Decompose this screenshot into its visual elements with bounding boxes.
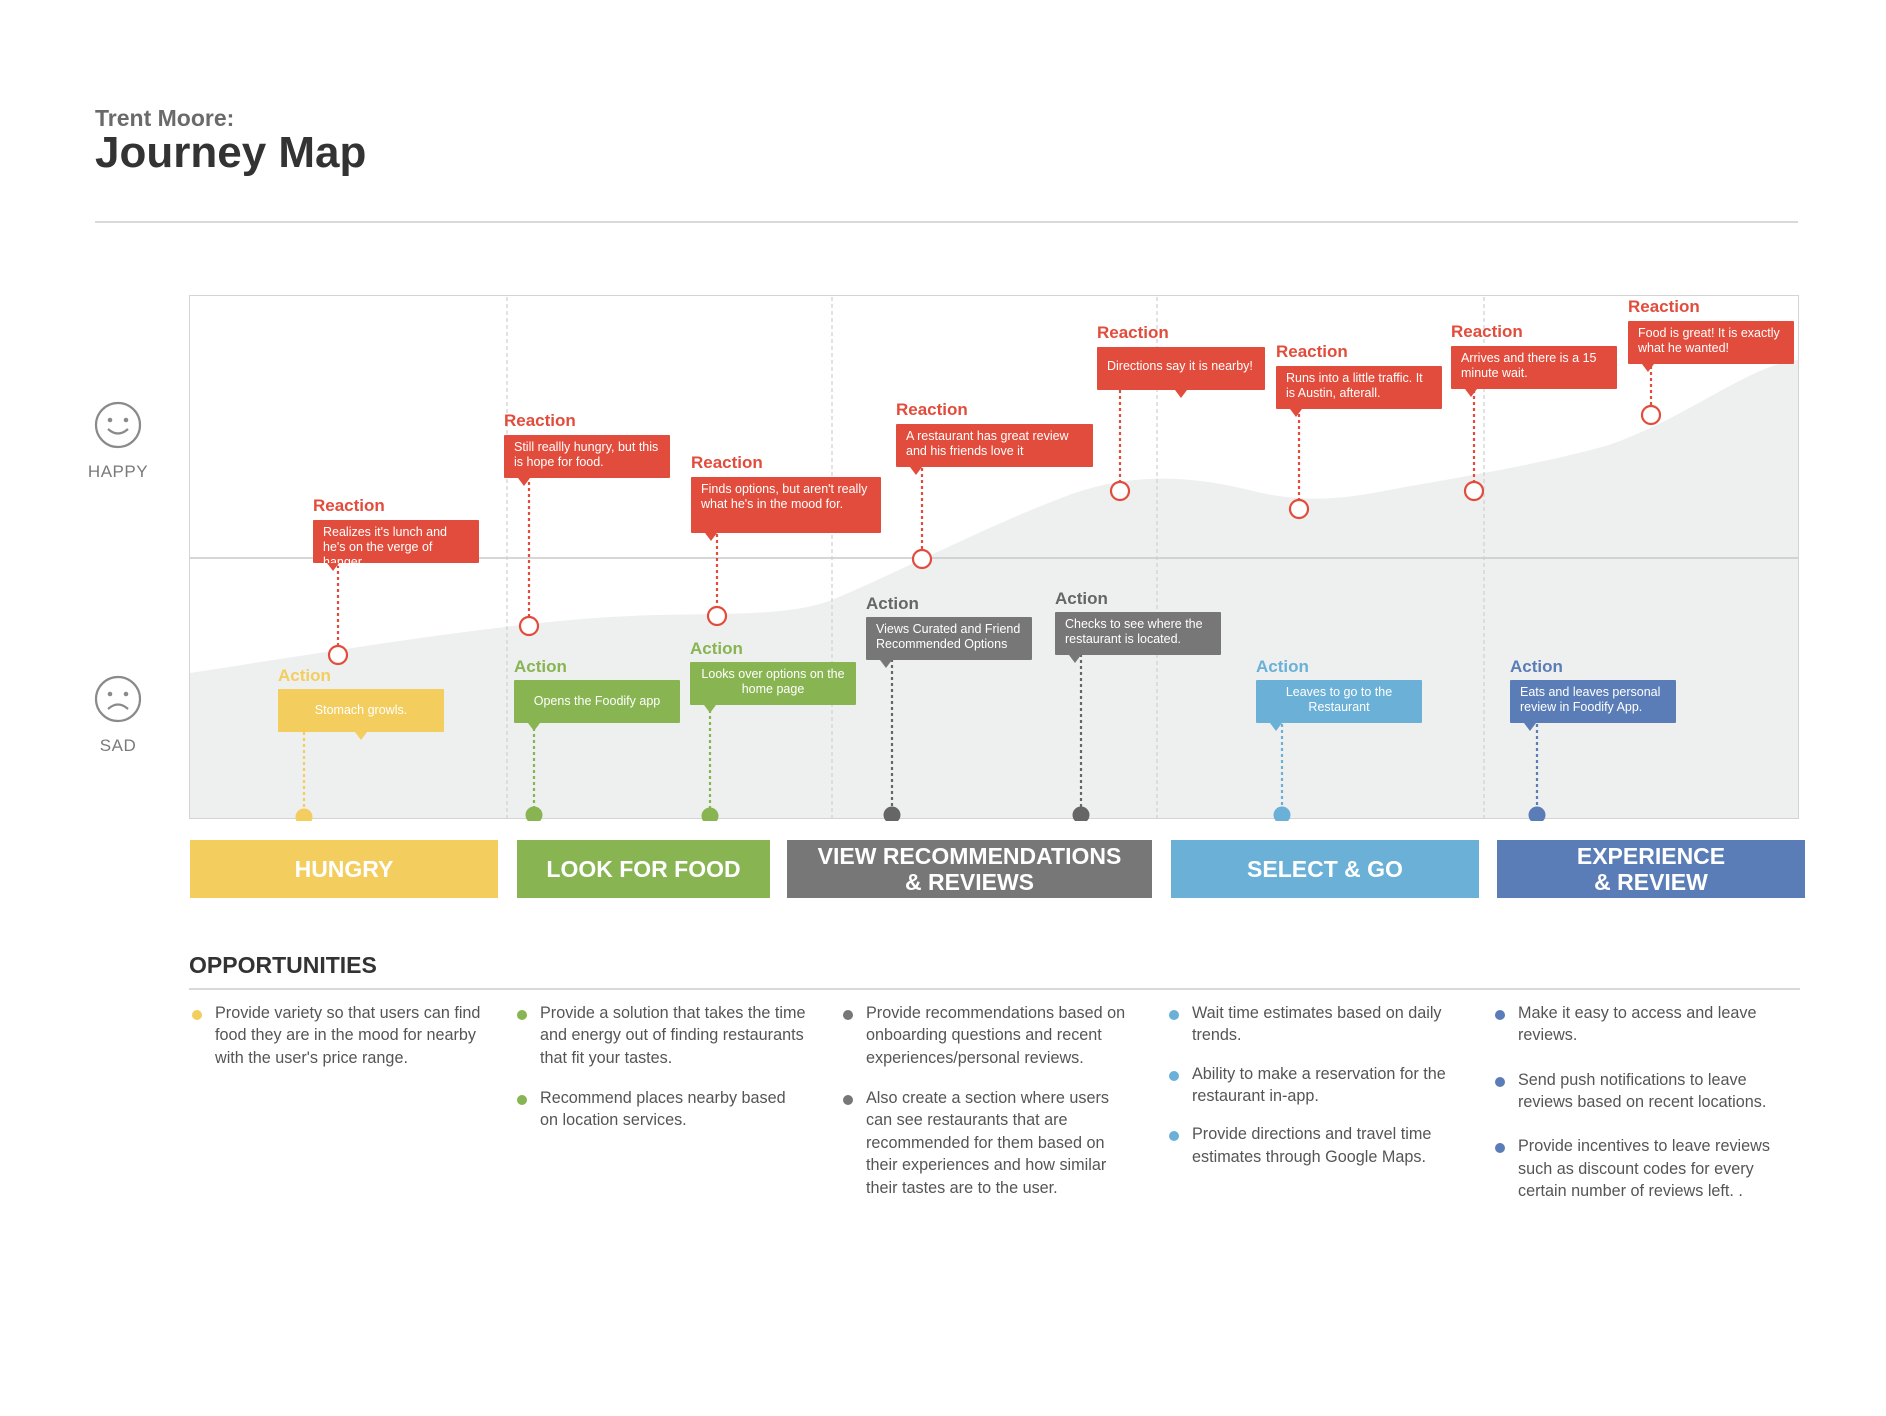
- bullet-dot: [1169, 1010, 1179, 1020]
- opportunity-item: Provide directions and travel time estim…: [1166, 1123, 1458, 1168]
- persona-name: Trent Moore:: [95, 105, 235, 131]
- opportunity-column-view-recommendations: Provide recommendations based on onboard…: [840, 1002, 1132, 1215]
- opportunity-item: Provide recommendations based on onboard…: [840, 1002, 1132, 1069]
- bullet-dot: [1495, 1143, 1505, 1154]
- action-heading: Action: [690, 639, 743, 658]
- bullet-dot: [1495, 1010, 1505, 1020]
- happy-label: HAPPY: [87, 462, 149, 481]
- action-marker: [525, 806, 543, 821]
- action-marker: [295, 808, 313, 821]
- reaction-heading: Reaction: [1628, 297, 1700, 316]
- header-divider: [95, 221, 1798, 223]
- bullet-dot: [1169, 1131, 1179, 1142]
- reaction-callout: Directions say it is nearby!: [1097, 347, 1265, 398]
- bullet-dot: [843, 1095, 853, 1106]
- action-marker: [1273, 806, 1291, 821]
- action-marker: [883, 806, 901, 821]
- opportunity-item: Make it easy to access and leave reviews…: [1492, 1002, 1784, 1047]
- opportunity-item: Wait time estimates based on daily trend…: [1166, 1002, 1458, 1047]
- reaction-marker: [1640, 404, 1662, 426]
- action-marker: [1528, 806, 1546, 821]
- stage-view-recommendations: VIEW RECOMMENDATIONS & REVIEWS: [787, 840, 1152, 898]
- action-callout: Leaves to go to the Restaurant: [1256, 680, 1422, 731]
- bullet-dot: [517, 1095, 527, 1106]
- reaction-heading: Reaction: [1097, 323, 1169, 342]
- action-callout: Looks over options on the home page: [690, 662, 856, 713]
- bullet-dot: [192, 1010, 202, 1020]
- stage-look-for-food: LOOK FOR FOOD: [517, 840, 770, 898]
- reaction-callout: Finds options, but aren't really what he…: [691, 477, 881, 541]
- opportunities-divider: [189, 988, 1800, 990]
- reaction-callout: Arrives and there is a 15 minute wait.: [1451, 346, 1617, 397]
- reaction-callout: Runs into a little traffic. It is Austin…: [1276, 366, 1442, 417]
- reaction-marker: [1288, 498, 1310, 520]
- happy-face-icon: [94, 401, 142, 449]
- action-callout: Stomach growls.: [278, 689, 444, 740]
- reaction-marker: [518, 615, 540, 637]
- sad-face-icon: [94, 675, 142, 723]
- reaction-marker: [1463, 480, 1485, 502]
- reaction-callout: Realizes it's lunch and he's on the verg…: [313, 520, 479, 571]
- opportunity-item: Provide incentives to leave reviews such…: [1492, 1135, 1784, 1202]
- page-title: Journey Map: [95, 128, 367, 177]
- stage-select-go: SELECT & GO: [1171, 840, 1479, 898]
- reaction-heading: Reaction: [691, 453, 763, 472]
- action-callout: Checks to see where the restaurant is lo…: [1055, 612, 1221, 663]
- opportunities-heading: OPPORTUNITIES: [189, 952, 377, 978]
- action-heading: Action: [866, 594, 919, 613]
- opportunity-item: Recommend places nearby based on locatio…: [514, 1087, 806, 1132]
- stage-experience-review: EXPERIENCE & REVIEW: [1497, 840, 1805, 898]
- opportunity-item: Send push notifications to leave reviews…: [1492, 1069, 1784, 1114]
- opportunity-column-hungry: Provide variety so that users can find f…: [189, 1002, 481, 1085]
- reaction-heading: Reaction: [313, 496, 385, 515]
- reaction-heading: Reaction: [896, 400, 968, 419]
- action-heading: Action: [1256, 657, 1309, 676]
- action-heading: Action: [1510, 657, 1563, 676]
- action-callout: Opens the Foodify app: [514, 680, 680, 731]
- reaction-marker: [911, 548, 933, 570]
- reaction-heading: Reaction: [1276, 342, 1348, 361]
- action-marker: [1072, 806, 1090, 821]
- action-callout: Views Curated and Friend Recommended Opt…: [866, 617, 1032, 668]
- opportunity-column-experience-review: Make it easy to access and leave reviews…: [1492, 1002, 1784, 1219]
- stage-hungry: HUNGRY: [190, 840, 498, 898]
- action-heading: Action: [1055, 589, 1108, 608]
- reaction-marker: [706, 605, 728, 627]
- bullet-dot: [517, 1010, 527, 1020]
- action-marker: [701, 807, 719, 821]
- bullet-dot: [843, 1010, 853, 1020]
- reaction-heading: Reaction: [1451, 322, 1523, 341]
- action-heading: Action: [278, 666, 331, 685]
- opportunity-column-look-for-food: Provide a solution that takes the time a…: [514, 1002, 806, 1148]
- action-callout: Eats and leaves personal review in Foodi…: [1510, 680, 1676, 731]
- bullet-dot: [1169, 1070, 1179, 1081]
- reaction-callout: Food is great! It is exactly what he wan…: [1628, 321, 1794, 372]
- sad-label: SAD: [99, 736, 137, 755]
- bullet-dot: [1495, 1076, 1505, 1087]
- opportunity-item: Provide variety so that users can find f…: [189, 1002, 481, 1069]
- opportunity-item: Also create a section where users can se…: [840, 1087, 1132, 1199]
- opportunity-item: Ability to make a reservation for the re…: [1166, 1063, 1458, 1108]
- reaction-marker: [327, 644, 349, 666]
- action-heading: Action: [514, 657, 567, 676]
- opportunity-column-select-go: Wait time estimates based on daily trend…: [1166, 1002, 1458, 1184]
- reaction-callout: Still reallly hungry, but this is hope f…: [504, 435, 670, 486]
- reaction-heading: Reaction: [504, 411, 576, 430]
- opportunity-item: Provide a solution that takes the time a…: [514, 1002, 806, 1069]
- reaction-marker: [1109, 480, 1131, 502]
- reaction-callout: A restaurant has great review and his fr…: [896, 424, 1093, 475]
